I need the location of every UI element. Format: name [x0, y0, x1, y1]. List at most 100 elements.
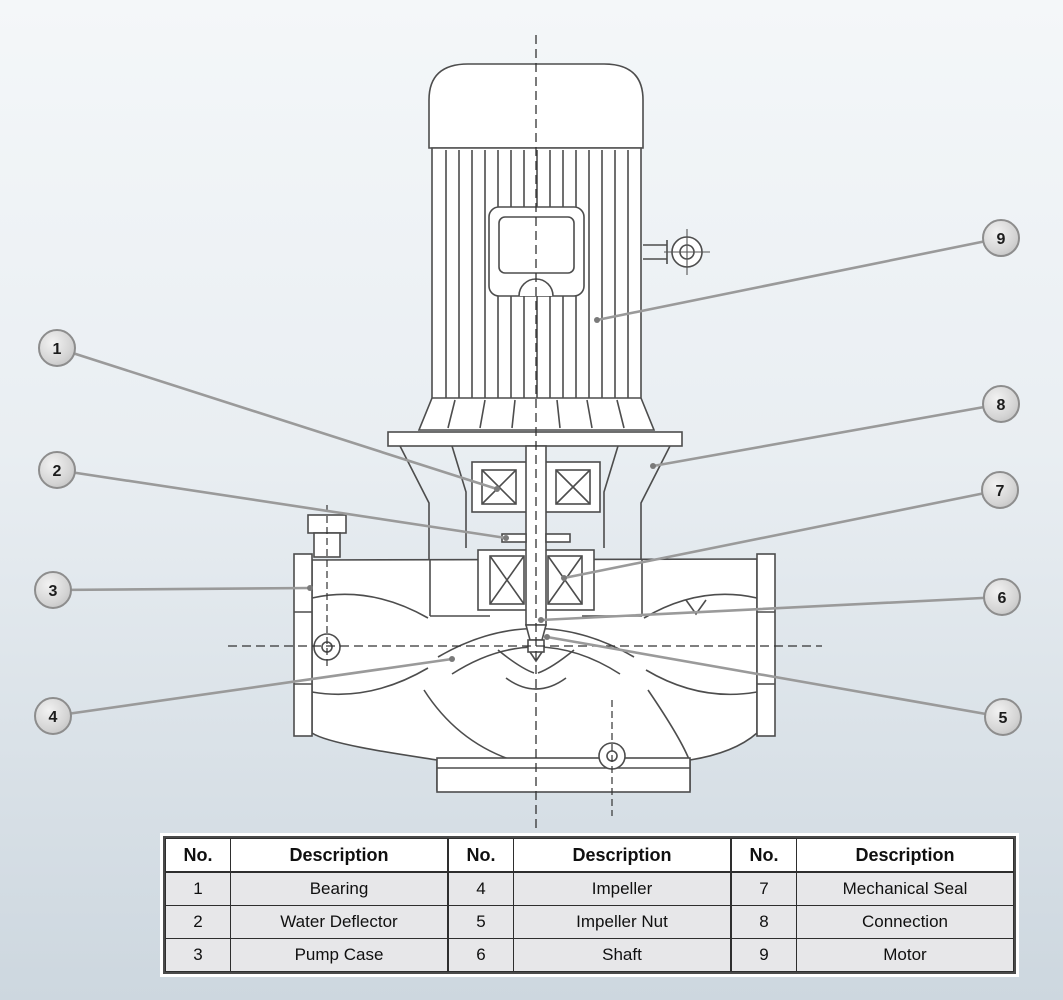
leader-dot-4: [449, 656, 455, 662]
col-no-header: No.: [731, 838, 797, 873]
stool-left-leg: [399, 445, 430, 560]
parts-table-group-3: No. Description 7 Mechanical Seal 8 Conn…: [731, 838, 1014, 972]
callout-number-7: 7: [996, 483, 1005, 500]
callout-number-4: 4: [49, 709, 58, 726]
part-desc: Shaft: [513, 938, 731, 972]
leader-line-2: [55, 468, 508, 540]
seal-right: [547, 555, 583, 605]
callout-number-2: 2: [53, 463, 62, 480]
leader-line-4: [51, 657, 454, 718]
leader-dot-8: [650, 463, 656, 469]
col-desc-header: Description: [230, 838, 448, 873]
callout-8: 8: [650, 385, 1020, 469]
leader-line-8: [651, 402, 1003, 468]
part-desc: Impeller: [513, 871, 731, 906]
leader-dot-9: [594, 317, 600, 323]
table-header-row: No. Description: [165, 838, 448, 873]
discharge-flange-right: [756, 553, 776, 737]
pump-casing: [293, 514, 776, 793]
table-row: 5 Impeller Nut: [448, 905, 731, 939]
callout-circle-5: [984, 698, 1022, 736]
callout-number-9: 9: [997, 231, 1006, 248]
motor-fins-upper: [497, 150, 577, 207]
callout-number-6: 6: [998, 590, 1007, 607]
side-port-lines: [643, 240, 668, 264]
callout-circle-7: [981, 471, 1019, 509]
callout-circle-3: [34, 571, 72, 609]
leader-line-7: [562, 488, 1002, 580]
table-row: 7 Mechanical Seal: [731, 871, 1014, 906]
part-desc: Pump Case: [230, 938, 448, 972]
table-header-row: No. Description: [448, 838, 731, 873]
table-row: 4 Impeller: [448, 871, 731, 906]
flange-step-lines: [294, 611, 775, 685]
leader-dot-7: [561, 575, 567, 581]
part-no: 1: [165, 871, 231, 906]
part-no: 6: [448, 938, 514, 972]
stool-plate: [387, 431, 683, 447]
motor-side-port: [643, 229, 710, 275]
callout-circle-1: [38, 329, 76, 367]
parts-table-group-1: No. Description 1 Bearing 2 Water Deflec…: [165, 838, 448, 972]
part-no: 4: [448, 871, 514, 906]
callout-2: 2: [38, 451, 509, 541]
deflector-right: [545, 533, 571, 543]
callout-number-1: 1: [53, 341, 62, 358]
part-no: 8: [731, 905, 797, 939]
callout-9: 9: [594, 219, 1020, 323]
callout-4: 4: [34, 656, 455, 735]
callout-number-8: 8: [997, 397, 1006, 414]
leader-line-6: [539, 595, 1004, 622]
stool-left-leg-inner: [451, 445, 467, 548]
table-row: 2 Water Deflector: [165, 905, 448, 939]
callouts: 1 2 3 4 5: [34, 219, 1022, 736]
part-no: 9: [731, 938, 797, 972]
leader-dot-2: [503, 535, 509, 541]
col-desc-header: Description: [513, 838, 731, 873]
table-row: 6 Shaft: [448, 938, 731, 972]
part-desc: Water Deflector: [230, 905, 448, 939]
part-desc: Bearing: [230, 871, 448, 906]
seal-left: [489, 555, 525, 605]
stool-right-leg-inner: [603, 445, 619, 548]
leader-line-5: [545, 635, 1005, 719]
bearing-left: [481, 469, 517, 505]
callout-5: 5: [544, 634, 1022, 736]
callout-circle-4: [34, 697, 72, 735]
callout-number-3: 3: [49, 583, 58, 600]
callout-circle-9: [982, 219, 1020, 257]
callout-3: 3: [34, 571, 313, 609]
leader-line-3: [51, 586, 312, 592]
table-row: 1 Bearing: [165, 871, 448, 906]
callout-6: 6: [538, 578, 1021, 623]
part-no: 3: [165, 938, 231, 972]
callout-number-5: 5: [999, 710, 1008, 727]
part-no: 2: [165, 905, 231, 939]
motor-fins-lower: [497, 296, 577, 398]
callout-circle-2: [38, 451, 76, 489]
part-desc: Connection: [796, 905, 1014, 939]
table-row: 8 Connection: [731, 905, 1014, 939]
leader-dot-1: [494, 486, 500, 492]
leader-dot-3: [307, 585, 313, 591]
leader-line-9: [595, 236, 1003, 322]
shaft-tip: [529, 651, 543, 663]
part-desc: Impeller Nut: [513, 905, 731, 939]
table-row: 9 Motor: [731, 938, 1014, 972]
impeller-vanes: [497, 649, 575, 690]
seal-cross-marks: [489, 555, 583, 605]
motor-skirt-ribs: [447, 399, 625, 429]
casing-cover-lines: [429, 559, 643, 617]
part-desc: Mechanical Seal: [796, 871, 1014, 906]
mechanical-seal: [489, 555, 583, 605]
callout-7: 7: [561, 471, 1019, 581]
callout-circle-6: [983, 578, 1021, 616]
bottom-flange: [436, 757, 691, 793]
leader-line-1: [55, 346, 499, 491]
bearing-right: [555, 469, 591, 505]
parts-table-panel: No. Description 1 Bearing 2 Water Deflec…: [163, 836, 1016, 974]
suction-flange-left: [293, 553, 313, 737]
motor-fins-full: [445, 150, 629, 398]
